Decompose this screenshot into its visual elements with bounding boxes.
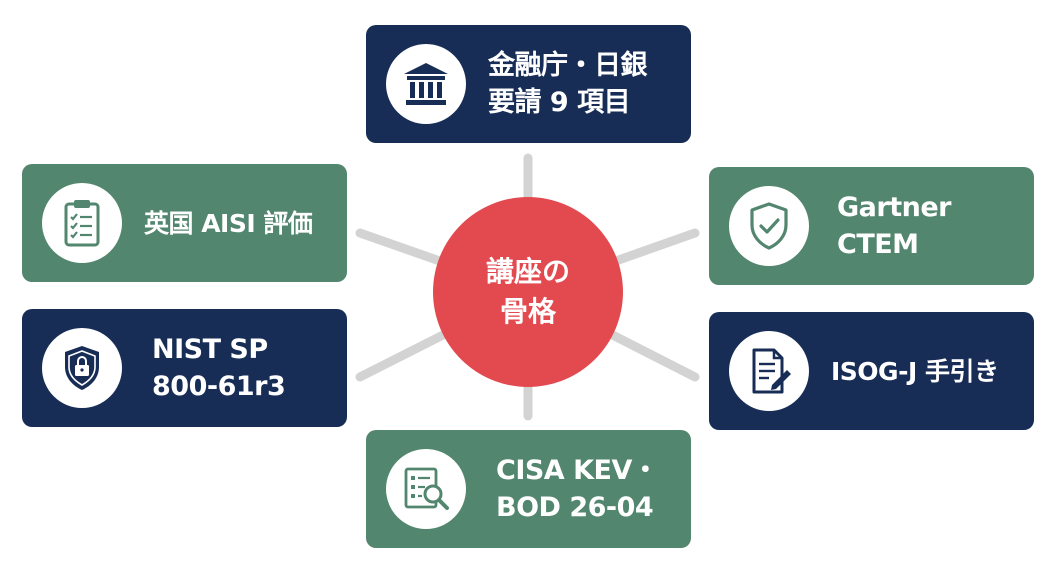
node-fsa-boj-line1: 金融庁・日銀 (488, 50, 648, 81)
node-uk-aisi-line1: 英国 AISI 評価 (144, 208, 313, 238)
node-gartner-ctem-label: Gartner CTEM (837, 189, 951, 263)
node-nist-line1: NIST SP (152, 334, 268, 365)
node-uk-aisi: 英国 AISI 評価 (22, 164, 347, 282)
clipboard-checklist-icon (42, 183, 122, 263)
center-hub: 講座の 骨格 (433, 197, 623, 387)
node-fsa-boj-line2: 要請 9 項目 (488, 87, 631, 118)
center-hub-line2: 骨格 (499, 295, 556, 328)
node-fsa-boj-label: 金融庁・日銀 要請 9 項目 (488, 47, 648, 121)
node-isog-j-label: ISOG-J 手引き (831, 353, 999, 390)
document-pen-icon (729, 331, 809, 411)
node-nist: NIST SP 800-61r3 (22, 309, 347, 427)
node-gartner-ctem-line2: CTEM (837, 229, 919, 260)
node-nist-line2: 800-61r3 (152, 371, 286, 402)
node-uk-aisi-label: 英国 AISI 評価 (144, 205, 313, 242)
shield-lock-icon (42, 328, 122, 408)
center-hub-line1: 講座の (485, 255, 570, 288)
node-gartner-ctem-line1: Gartner (837, 192, 951, 223)
shield-check-icon (729, 186, 809, 266)
node-cisa-kev-line2: BOD 26-04 (496, 492, 654, 523)
node-cisa-kev-label: CISA KEV・ BOD 26-04 (496, 452, 659, 526)
bank-icon (386, 44, 466, 124)
node-cisa-kev-line1: CISA KEV・ (496, 455, 659, 486)
list-search-icon (386, 449, 466, 529)
node-fsa-boj: 金融庁・日銀 要請 9 項目 (366, 25, 691, 143)
node-cisa-kev: CISA KEV・ BOD 26-04 (366, 430, 691, 548)
node-gartner-ctem: Gartner CTEM (709, 167, 1034, 285)
node-nist-label: NIST SP 800-61r3 (152, 331, 286, 405)
node-isog-j: ISOG-J 手引き (709, 312, 1034, 430)
node-isog-j-line1: ISOG-J 手引き (831, 356, 999, 386)
